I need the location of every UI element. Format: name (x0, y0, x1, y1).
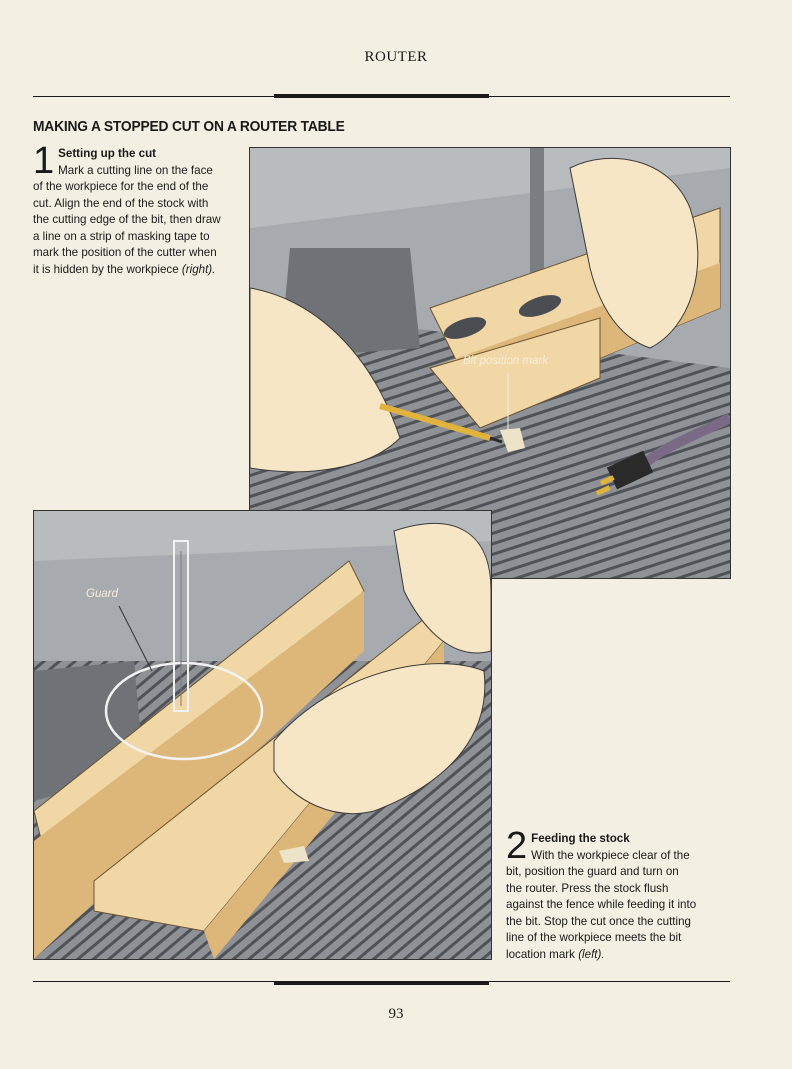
step-2: 2 Feeding the stock With the workpiece c… (506, 825, 698, 963)
step-number: 2 (506, 825, 528, 867)
illustration-router-table-setup: Bit position mark (250, 148, 730, 578)
step-reference: (left). (578, 947, 605, 961)
illustration-feeding-stock: Guard (34, 511, 491, 959)
step-heading: Feeding the stock (531, 832, 630, 845)
header-rule-accent (274, 94, 489, 98)
step-heading: Setting up the cut (58, 147, 157, 160)
figure-setting-up-cut: Bit position mark (249, 147, 731, 579)
figure-feeding-stock: Guard (33, 510, 492, 960)
footer-rule-accent (274, 981, 489, 985)
section-title: MAKING A STOPPED CUT ON A ROUTER TABLE (33, 118, 345, 135)
running-head: ROUTER (364, 49, 428, 65)
step-1: 1 Setting up the cut Mark a cutting line… (33, 140, 221, 278)
step-reference: (right). (181, 262, 216, 276)
page-number: 93 (388, 1006, 404, 1022)
step-number: 1 (33, 140, 55, 182)
step-body: With the workpiece clear of the bit, pos… (506, 848, 697, 961)
callout-guard: Guard (86, 588, 119, 600)
step-body: Mark a cutting line on the face of the w… (33, 163, 221, 276)
callout-bit-position-mark: Bit position mark (463, 355, 549, 367)
